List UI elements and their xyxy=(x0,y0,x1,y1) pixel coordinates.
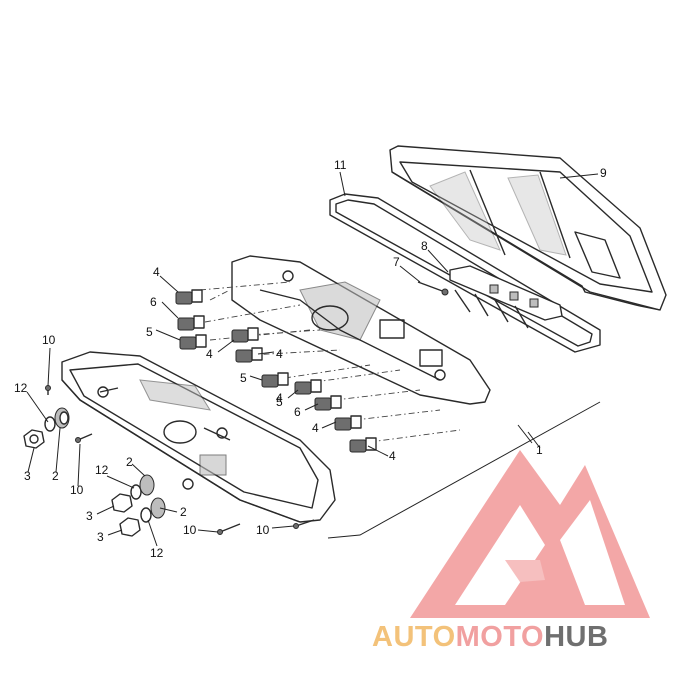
watermark-text-hub: HUB xyxy=(544,621,608,653)
callout-labels: 1 2 2 2 3 3 3 4 4 4 4 4 4 5 5 5 6 6 7 8 … xyxy=(14,158,607,560)
callout-11: 11 xyxy=(334,158,347,172)
bulb-socket xyxy=(334,415,362,431)
bulb-sockets xyxy=(175,289,377,453)
rear-housing xyxy=(61,351,336,523)
callout-4: 4 xyxy=(206,347,213,361)
callout-10: 10 xyxy=(42,333,56,347)
bulb-socket xyxy=(177,315,205,331)
callout-12: 12 xyxy=(14,381,28,395)
bulb-socket xyxy=(294,379,322,395)
callout-10: 10 xyxy=(256,523,270,537)
callout-4: 4 xyxy=(276,347,283,361)
bulb-socket xyxy=(175,289,203,305)
nut xyxy=(119,517,141,537)
part-9-front-frame xyxy=(389,145,667,311)
nut xyxy=(111,493,133,513)
bulb-socket xyxy=(231,327,259,343)
callout-10: 10 xyxy=(70,483,84,497)
callout-3: 3 xyxy=(97,530,104,544)
callout-10: 10 xyxy=(183,523,197,537)
assembly-bracket-line xyxy=(327,401,601,539)
callout-2: 2 xyxy=(180,505,187,519)
callout-3: 3 xyxy=(86,509,93,523)
nut xyxy=(23,429,45,449)
callout-7: 7 xyxy=(393,255,400,269)
callout-5: 5 xyxy=(276,395,283,409)
callout-2: 2 xyxy=(52,469,59,483)
watermark-text-moto: MOTO xyxy=(456,621,544,653)
circuit-board xyxy=(231,255,491,405)
callout-4: 4 xyxy=(389,449,396,463)
watermark-text: AUTOMOTOHUB xyxy=(372,621,608,653)
washer xyxy=(140,507,152,523)
grommet xyxy=(54,407,70,429)
svg-text:AUTOMOTOHUB: AUTOMOTOHUB xyxy=(372,621,608,653)
watermark-logo-inner-mark xyxy=(505,560,545,582)
callout-3: 3 xyxy=(24,469,31,483)
callout-5: 5 xyxy=(240,371,247,385)
washer xyxy=(130,484,142,500)
callout-4: 4 xyxy=(276,391,283,405)
leader-lines xyxy=(26,171,599,547)
bulb-socket xyxy=(314,395,342,411)
part-8-led-board xyxy=(449,265,563,329)
led-pins xyxy=(454,284,539,329)
part-11-gasket xyxy=(329,193,601,353)
callout-4: 4 xyxy=(312,421,319,435)
callout-12: 12 xyxy=(95,463,109,477)
callout-2: 2 xyxy=(126,455,133,469)
callout-6: 6 xyxy=(294,405,301,419)
part-7-screw xyxy=(417,281,449,296)
bulb-socket xyxy=(235,347,263,363)
bulb-socket xyxy=(349,437,377,453)
watermark-text-auto: AUTO xyxy=(372,621,456,653)
fasteners xyxy=(23,407,166,537)
callout-1: 1 xyxy=(536,443,543,457)
watermark-logo-shape xyxy=(410,450,650,618)
callout-12: 12 xyxy=(150,546,164,560)
callout-8: 8 xyxy=(421,239,428,253)
callout-5: 5 xyxy=(146,325,153,339)
grommet xyxy=(139,474,155,496)
bulb-socket xyxy=(179,334,207,350)
alignment-lines xyxy=(199,281,461,443)
callout-9: 9 xyxy=(600,166,607,180)
callout-6: 6 xyxy=(150,295,157,309)
watermark-logo xyxy=(410,450,650,618)
bulb-socket xyxy=(261,372,289,388)
grommet xyxy=(150,497,166,519)
callout-4: 4 xyxy=(153,265,160,279)
